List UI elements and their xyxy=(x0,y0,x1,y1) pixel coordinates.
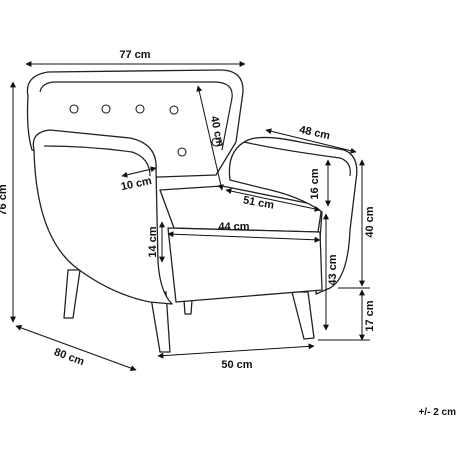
tuft-button xyxy=(101,104,111,114)
armrest-left-top xyxy=(43,145,151,177)
label-leg-height: 17 cm xyxy=(364,300,376,331)
dim-line-seat-depth xyxy=(225,188,321,212)
tuft-button xyxy=(177,147,187,157)
label-total-height: 76 cm xyxy=(0,184,9,215)
leg-back-right xyxy=(183,299,193,315)
label-seat-height: 43 cm xyxy=(327,254,339,285)
label-seat-width: 44 cm xyxy=(218,221,249,233)
label-seat-thickness: 14 cm xyxy=(147,226,159,257)
backrest-inner-edge xyxy=(39,81,233,151)
dim-line-armrest-depth xyxy=(265,128,357,154)
dim-line-seat-width xyxy=(167,231,321,243)
leg-front-right xyxy=(291,291,315,340)
dim-line-total-depth xyxy=(15,325,137,371)
tolerance-note: +/- 2 cm xyxy=(418,407,456,418)
leg-back-left xyxy=(63,269,81,319)
dim-line-backrest-height xyxy=(196,85,224,191)
tuft-button xyxy=(135,104,145,114)
armrest-left xyxy=(32,129,173,305)
seat-front-panel xyxy=(167,227,323,303)
label-arm-height: 40 cm xyxy=(364,206,376,237)
dim-line-base-width xyxy=(157,343,315,359)
armrest-right-top xyxy=(243,141,351,177)
tuft-button xyxy=(69,104,79,114)
dim-line-armrest-width xyxy=(121,166,157,178)
label-armrest-height: 16 cm xyxy=(309,168,321,199)
label-total-width: 77 cm xyxy=(119,49,150,61)
tuft-button xyxy=(169,105,179,115)
label-base-width: 50 cm xyxy=(221,359,252,371)
label-seat-depth: 51 cm xyxy=(242,194,275,211)
